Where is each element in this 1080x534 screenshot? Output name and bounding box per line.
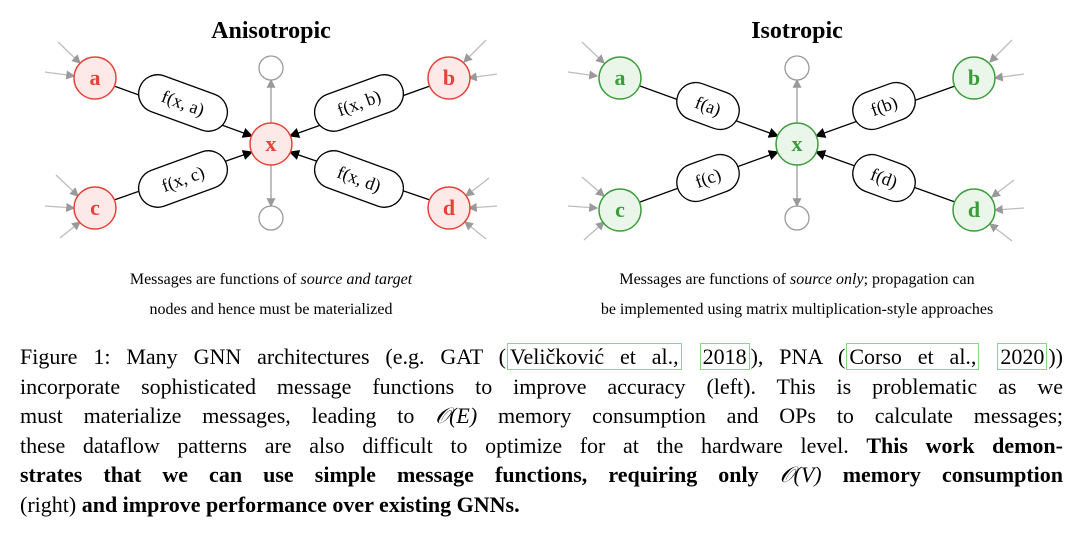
message-box-c: f(c): [676, 153, 740, 203]
caption-line-4: these dataflow patterns are also difficu…: [20, 432, 1063, 458]
caption-line-2: incorporate sophisticated message functi…: [20, 373, 1063, 399]
node-c: c: [598, 188, 642, 232]
svg-text:b: b: [968, 65, 980, 90]
message-box-xb: f(x, b): [313, 74, 405, 132]
caption-line-3: must materialize messages, leading to 𝒪(…: [20, 403, 1063, 428]
node-b: b: [952, 56, 996, 100]
node-c: c: [73, 186, 117, 230]
caption-line-6: (right) and improve performance over exi…: [20, 491, 520, 517]
node-x: x: [775, 122, 819, 166]
citation-corso[interactable]: Corso et al.,: [846, 343, 980, 370]
svg-text:a: a: [615, 65, 626, 90]
svg-text:c: c: [90, 195, 100, 220]
message-box-xc: f(x, c): [137, 150, 229, 208]
isotropic-panel: Isotropic f(a): [567, 18, 1025, 318]
node-b: b: [427, 56, 471, 100]
citation-velickovic-year[interactable]: 2018: [699, 343, 750, 370]
svg-text:d: d: [968, 197, 980, 222]
figure-diagram: Anisotropic: [44, 18, 1025, 318]
svg-text:a: a: [90, 65, 101, 90]
caption-line-1: Figure 1: Many GNN architectures (e.g. G…: [20, 343, 1063, 370]
svg-text:x: x: [792, 131, 803, 156]
svg-text:x: x: [266, 131, 277, 156]
message-box-b: f(b): [852, 81, 916, 131]
anisotropic-panel: Anisotropic: [44, 18, 498, 318]
message-box-d: f(d): [852, 153, 916, 203]
anisotropic-caption-line1: Messages are functions of source and tar…: [130, 271, 413, 288]
anisotropic-caption-line2: nodes and hence must be materialized: [149, 301, 392, 318]
svg-text:c: c: [615, 197, 625, 222]
message-box-xd: f(x, d): [313, 150, 405, 208]
node-d: d: [952, 188, 996, 232]
aux-node-top: [784, 55, 810, 81]
isotropic-caption-line2: be implemented using matrix multiplicati…: [601, 301, 993, 318]
figure-caption: Figure 1: Many GNN architectures (e.g. G…: [20, 342, 1063, 519]
node-x: x: [249, 122, 293, 166]
node-a: a: [598, 56, 642, 100]
citation-velickovic[interactable]: Veličković et al.,: [507, 343, 682, 370]
isotropic-caption-line1: Messages are functions of source only; p…: [619, 271, 974, 288]
anisotropic-title: Anisotropic: [211, 18, 331, 44]
message-box-a: f(a): [676, 81, 740, 131]
aux-node-bottom: [784, 205, 810, 231]
node-d: d: [427, 186, 471, 230]
aux-node-bottom: [258, 205, 284, 231]
citation-corso-year[interactable]: 2020: [997, 343, 1048, 370]
caption-line-5: strates that we can use simple message f…: [20, 462, 1063, 487]
svg-text:d: d: [443, 195, 455, 220]
aux-node-top: [258, 55, 284, 81]
isotropic-title: Isotropic: [751, 18, 843, 44]
node-a: a: [73, 56, 117, 100]
svg-text:b: b: [443, 65, 455, 90]
message-box-xa: f(x, a): [137, 74, 229, 132]
